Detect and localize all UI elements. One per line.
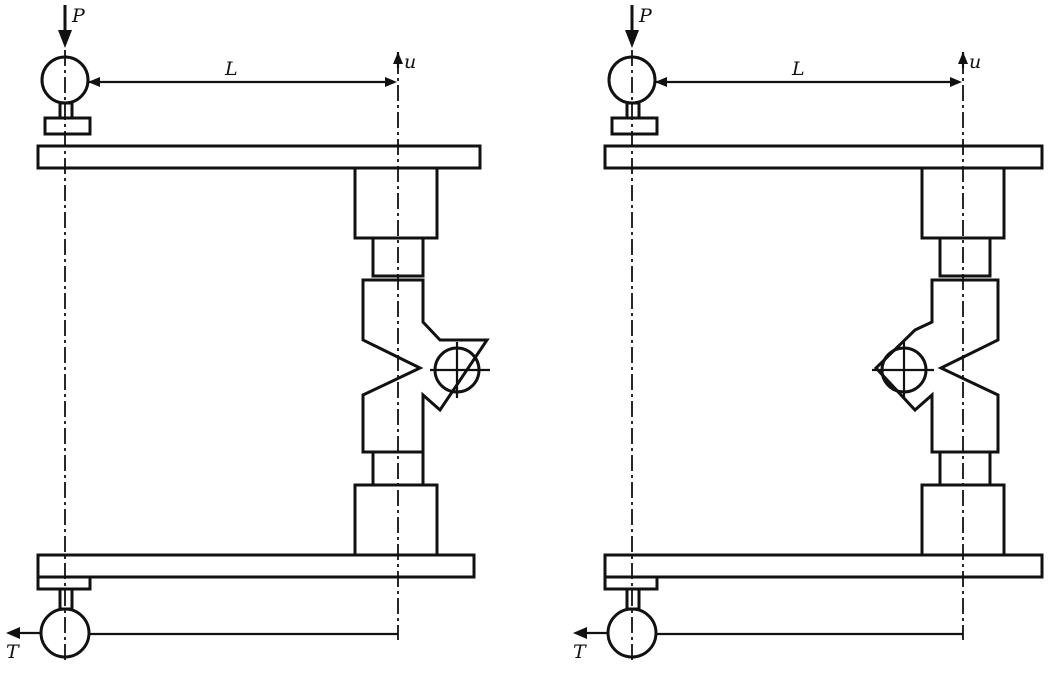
load-label: P (638, 5, 653, 27)
displacement-label: u (404, 51, 416, 73)
bottom-plate (603, 553, 1044, 579)
load-arrow-head (58, 30, 72, 48)
figure-left: P T (6, 5, 490, 663)
length-label: L (224, 58, 238, 80)
displacement-arrow-head (958, 52, 968, 64)
specimen-body (361, 278, 490, 454)
top-bracket (43, 116, 92, 136)
top-plate (36, 144, 482, 170)
length-arrow-right (385, 77, 397, 87)
lower-neck (938, 450, 992, 487)
lower-grip (353, 483, 439, 557)
top-bracket (610, 116, 659, 136)
length-label: L (791, 58, 805, 80)
load-label: P (71, 5, 86, 27)
upper-grip (353, 166, 439, 240)
reaction-arrow-head (6, 627, 20, 639)
top-pin-stem (625, 101, 641, 120)
length-arrow-left (655, 77, 667, 87)
figure-right: P T (573, 5, 1044, 663)
upper-neck (938, 236, 992, 278)
reaction-label: T (6, 641, 20, 663)
displacement-arrow-head (393, 52, 403, 64)
top-pin-stem (58, 101, 74, 120)
bottom-bracket (36, 575, 92, 591)
displacement-label: u (969, 51, 981, 73)
length-arrow-right (950, 77, 962, 87)
bottom-pin-stem (58, 587, 74, 611)
bottom-bracket (603, 575, 659, 591)
length-arrow-left (88, 77, 100, 87)
reaction-label: T (573, 641, 587, 663)
top-plate (603, 144, 1044, 170)
specimen-body (873, 278, 1000, 454)
bottom-pin-stem (625, 587, 641, 611)
load-arrow-head (625, 30, 639, 48)
bottom-plate (36, 553, 476, 579)
reaction-arrow-head (573, 627, 587, 639)
